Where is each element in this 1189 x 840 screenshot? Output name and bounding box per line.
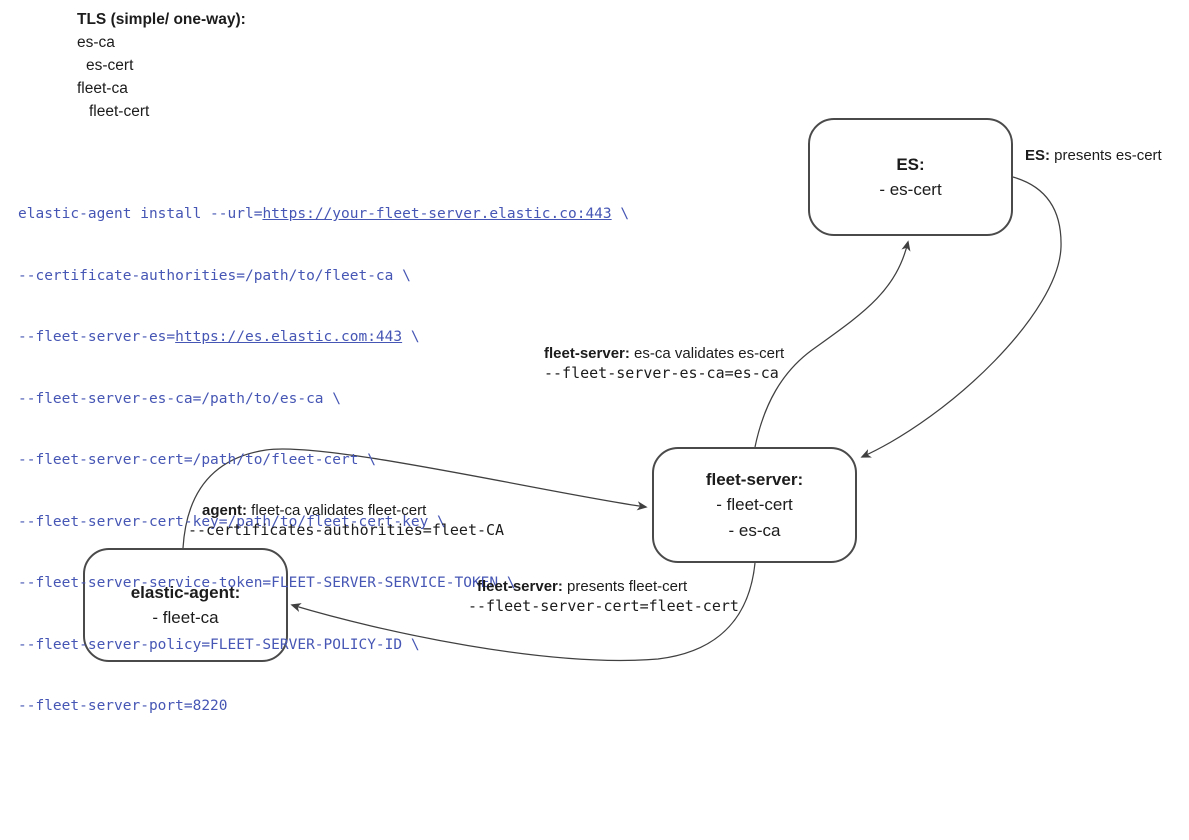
arrow-fleet-server-to-agent: [290, 562, 756, 662]
command-text: \: [402, 329, 420, 345]
node-es-item: - es-cert: [879, 180, 942, 199]
es-url-link: https://es.elastic.com:443: [175, 329, 403, 345]
node-elastic-agent: elastic-agent: - fleet-ca: [83, 548, 288, 662]
command-line-2: --certificate-authorities=/path/to/fleet…: [18, 267, 411, 284]
label-code: --certificates-authorities=fleet-CA: [188, 521, 505, 539]
node-fleet-server-item: - fleet-cert: [716, 495, 793, 515]
command-text: elastic-agent install --url=: [18, 206, 263, 222]
arrow-es-to-fleet-server: [860, 176, 1062, 458]
arrow-fleet-server-to-es: [754, 240, 911, 448]
legend-item-es-ca: es-ca: [77, 34, 115, 51]
command-line-9: --fleet-server-port=8220: [18, 698, 228, 714]
node-fleet-server-item: - es-ca: [728, 520, 781, 540]
command-line-7: --fleet-server-service-token=FLEET-SERVE…: [18, 575, 516, 591]
legend-item-es-cert: es-cert: [86, 57, 134, 74]
command-line-5: --fleet-server-cert=/path/to/fleet-cert …: [18, 452, 376, 468]
label-text: es-ca validates es-cert: [629, 345, 785, 362]
node-fleet-server: fleet-server: - fleet-cert - es-ca: [652, 447, 857, 563]
command-line-1: elastic-agent install --url=https://your…: [18, 204, 629, 225]
label-text: presents fleet-cert: [562, 578, 688, 595]
command-line-4: --fleet-server-es-ca=/path/to/es-ca \: [18, 390, 342, 407]
label-line: agent: fleet-ca validates fleet-cert: [202, 501, 504, 520]
fleet-server-url-link: https://your-fleet-server.elastic.co:443: [262, 206, 612, 222]
label-text: fleet-ca validates fleet-cert: [247, 502, 427, 519]
legend-title: TLS (simple/ one-way):: [77, 11, 246, 28]
install-command-block: elastic-agent install --url=https://your…: [18, 163, 629, 758]
legend-item-fleet-ca: fleet-ca: [77, 80, 128, 97]
command-text: --fleet-server-es=: [18, 329, 176, 345]
node-es-title: ES:: [896, 154, 925, 174]
command-line-6: --fleet-server-cert-key=/path/to/fleet-c…: [18, 513, 446, 530]
tls-legend: TLS (simple/ one-way): es-ca es-cert fle…: [77, 8, 246, 123]
label-code: --fleet-server-cert=fleet-cert: [468, 597, 739, 615]
label-text: presents es-cert: [1050, 147, 1162, 164]
legend-item-fleet-cert: fleet-cert: [89, 103, 150, 120]
command-line-8: --fleet-server-policy=FLEET-SERVER-POLIC…: [18, 636, 420, 653]
node-elastic-agent-title: elastic-agent:: [130, 582, 241, 602]
arrow-agent-to-fleet-server: [182, 448, 648, 549]
label-agent-validates-fleet-cert: agent: fleet-ca validates fleet-cert --c…: [188, 501, 504, 541]
label-lead: agent:: [202, 502, 247, 519]
label-es-presents-es-cert: ES: presents es-cert: [1025, 146, 1162, 165]
label-fleet-server-presents-fleet-cert: fleet-server: presents fleet-cert --flee…: [468, 577, 739, 617]
label-lead: fleet-server:: [544, 345, 630, 362]
label-code: --fleet-server-es-ca=es-ca: [544, 364, 779, 382]
node-es: ES: - es-cert: [808, 118, 1013, 236]
label-fleet-server-validates-es-cert: fleet-server: es-ca validates es-cert --…: [544, 344, 784, 384]
node-fleet-server-title: fleet-server:: [705, 469, 804, 489]
label-line: fleet-server: presents fleet-cert: [477, 577, 739, 596]
label-lead: ES:: [1025, 147, 1051, 164]
node-elastic-agent-item: - fleet-ca: [152, 608, 219, 627]
command-text: \: [611, 206, 630, 222]
label-lead: fleet-server:: [477, 578, 563, 595]
label-line: fleet-server: es-ca validates es-cert: [544, 344, 784, 363]
command-line-3: --fleet-server-es=https://es.elastic.com…: [18, 327, 629, 348]
